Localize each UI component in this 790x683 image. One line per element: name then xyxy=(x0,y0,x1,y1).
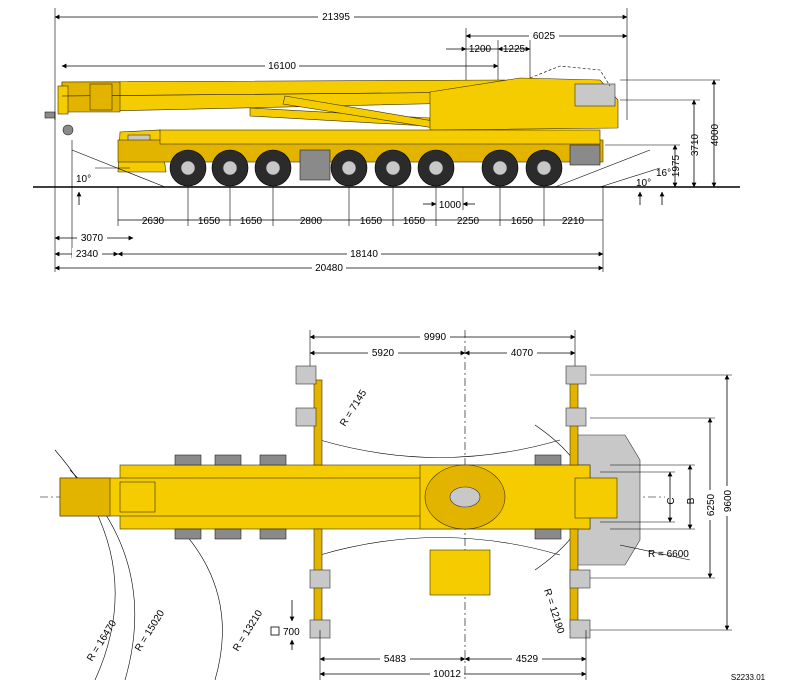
top-wheels xyxy=(174,454,562,540)
axle-spacing-2: 1650 xyxy=(198,216,221,227)
radius-label-16470: R = 16470 xyxy=(85,618,119,664)
axle-spacing-7: 2250 xyxy=(457,216,480,227)
angle-rear-departure: 10° xyxy=(636,178,651,189)
axle-spacing-9: 2210 xyxy=(562,216,585,227)
radius-label-6600: R = 6600 xyxy=(648,549,689,560)
crane-side-body xyxy=(44,65,619,187)
dim-label-b: B xyxy=(686,497,697,504)
dim-axle-offset: 1000 xyxy=(439,200,462,211)
dim-outrigger-front: 5920 xyxy=(372,348,395,359)
dim-overall-length: 21395 xyxy=(322,12,350,23)
dim-front-overhang-b: 2340 xyxy=(76,249,99,260)
dim-front-overhang-a: 3070 xyxy=(81,233,104,244)
drawing-code: S2233.01 xyxy=(731,673,766,682)
dim-bottom-span: 10012 xyxy=(433,669,461,680)
axle-spacing-5: 1650 xyxy=(360,216,383,227)
axle-spacing-4: 2800 xyxy=(300,216,323,227)
crane-top-body xyxy=(59,365,641,639)
axle-spacing-6: 1650 xyxy=(403,216,426,227)
dim-outrigger-rear: 4070 xyxy=(511,348,534,359)
axle-spacing-3: 1650 xyxy=(240,216,263,227)
dim-support-width-b: 9600 xyxy=(723,489,734,512)
side-wheels xyxy=(169,149,563,187)
radius-label-12190: R = 12190 xyxy=(541,588,566,636)
dim-bottom-rear: 4529 xyxy=(516,654,539,665)
dim-vehicle-length: 20480 xyxy=(315,263,343,274)
dim-support-width-a: 6250 xyxy=(706,493,717,516)
dim-boom-length: 16100 xyxy=(268,61,296,72)
radius-label-7145: R = 7145 xyxy=(338,388,369,429)
dim-rear-to-mast: 6025 xyxy=(533,31,556,42)
dim-mast-offset-a: 1200 xyxy=(469,44,492,55)
side-view: 21395 6025 1200 1225 16100 xyxy=(33,8,740,274)
axle-spacing-1: 2630 xyxy=(142,216,165,227)
angle-rear-ramp: 16° xyxy=(656,168,671,179)
axle-spacing-8: 1650 xyxy=(511,216,534,227)
pad-size-label: 700 xyxy=(283,627,300,638)
angle-front-approach: 10° xyxy=(76,174,91,185)
pad-size-symbol xyxy=(270,626,280,636)
dim-wheelbase-total: 18140 xyxy=(350,249,378,260)
axle-spacing-row: 2630 1650 1650 2800 1650 1650 2250 1650 … xyxy=(117,187,604,272)
top-view: 9990 5920 4070 xyxy=(40,330,734,681)
radius-label-15020: R = 15020 xyxy=(133,608,167,654)
dim-rear-overhang-height: 1975 xyxy=(671,154,682,177)
dim-cab-height: 3710 xyxy=(690,133,701,156)
radius-label-13210: R = 13210 xyxy=(231,608,265,654)
dim-outrigger-span: 9990 xyxy=(424,332,447,343)
dim-total-height: 4000 xyxy=(710,123,721,146)
dim-label-c: C xyxy=(666,497,677,504)
dim-mast-offset-b: 1225 xyxy=(503,44,526,55)
outriggers xyxy=(295,365,591,639)
dim-bottom-front: 5483 xyxy=(384,654,407,665)
